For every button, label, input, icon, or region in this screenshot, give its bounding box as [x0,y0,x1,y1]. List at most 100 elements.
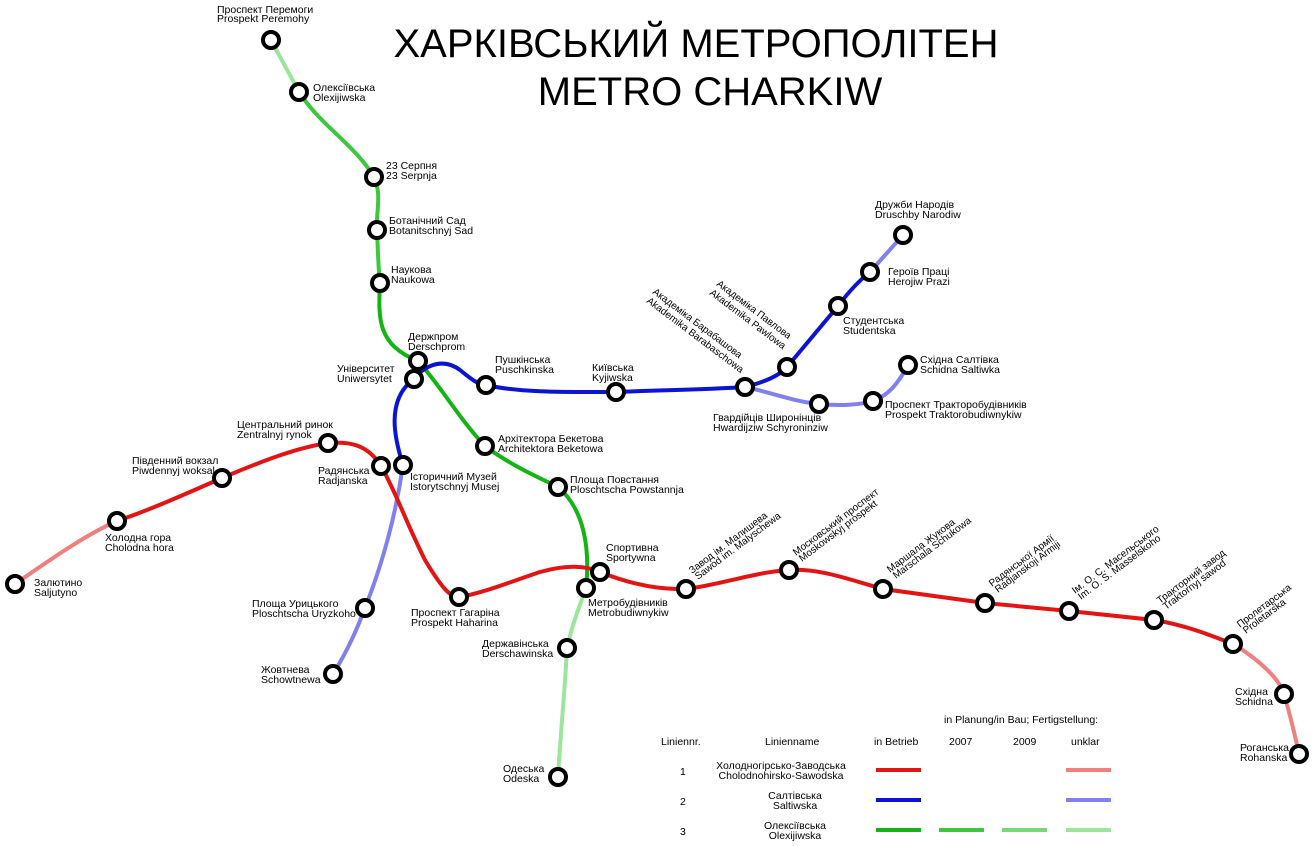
label-kholodna-de: Cholodna hora [105,542,174,554]
station-skhidna[interactable] [1274,684,1294,704]
line-3-segment-2007 [297,90,382,285]
label-derzhavinska-uk: Державінська [482,638,549,650]
label-zaliutyno-uk: Залютино [34,577,82,589]
station-barabashova[interactable] [735,377,755,397]
label-derzhprom-uk: Держпром [408,331,458,343]
station-maselskoho[interactable] [1059,601,1079,621]
label-radianska-de: Radjanska [318,475,368,487]
line-1-operating [115,440,1235,646]
station-radianskoi-armii[interactable] [975,593,995,613]
label-prospekt-peremohy-de: Prospekt Peremohy [217,13,310,25]
label-23-serpnia-de: 23 Serpnja [386,170,437,182]
station-sportyvna[interactable] [590,562,610,582]
label-metrobud-uk: Метробудівників [588,597,668,609]
label-haharina-de: Prospekt Haharina [411,617,498,629]
legend-row2-name-uk: Салтівська [768,790,822,802]
label-naukova-de: Naukowa [391,274,435,286]
label-zaliutyno-de: Saljutyno [34,587,77,599]
label-kyivska-uk: Київська [592,362,634,374]
station-zaliutyno[interactable] [5,574,25,594]
label-radianska-uk: Радянська [318,465,370,477]
label-tsentralnyi-uk: Центральний ринок [237,419,333,431]
label-malysheva-uk: Завод ім. Малишева [687,510,770,576]
label-sportyvna-de: Sportywna [606,552,656,564]
station-zhukova[interactable] [873,579,893,599]
line-1-planned-west [13,519,119,586]
station-radianska[interactable] [371,456,391,476]
station-istorychnyi-muzei[interactable] [393,455,413,475]
station-tsentralnyi-rynok[interactable] [318,433,338,453]
label-uritskoho-uk: Площа Урицького [252,598,339,610]
station-traktornyi-zavod[interactable] [1144,610,1164,630]
label-heroiv-pratsi-de: Herojiw Prazi [888,276,950,288]
legend-row1-name-de: Cholodnohirsko-Sawodska [719,770,844,782]
label-zhukova-de: Marschala Schukowa [891,515,974,581]
station-pushkinska[interactable] [476,375,496,395]
station-beketova[interactable] [475,436,495,456]
station-odeska[interactable] [548,767,568,787]
station-kyivska[interactable] [606,382,626,402]
station-traktorobudivnykiv[interactable] [863,391,883,411]
label-skhidna-saltivka-uk: Східна Салтівка [920,354,999,366]
legend-planning-header: in Planung/in Bau; Fertigstellung: [944,714,1098,726]
station-malysheva[interactable] [676,579,696,599]
label-botanichnyi-de: Botanitschnyj Sad [389,225,473,237]
legend-col-nr: Liniennr. [661,736,701,748]
legend-row3-name-de: Olexijiwska [769,830,822,842]
station-botanichnyi-sad[interactable] [367,220,387,240]
legend-row1-nr: 1 [680,766,686,778]
station-shyronintsiv[interactable] [809,394,829,414]
label-zhovtneva-de: Schowtnewa [261,674,321,686]
label-studentska-de: Studentska [843,325,896,337]
label-maselskoho-de: Im. O. S. Masselskoho [1076,533,1163,603]
station-pivdennyi-vokzal[interactable] [212,468,232,488]
station-kholodna-hora[interactable] [107,511,127,531]
station-23-serpnia[interactable] [364,167,384,187]
label-traktornyi-uk: Тракторний завод [1155,548,1228,607]
station-metrobudivnykiv[interactable] [576,578,596,598]
label-derzhprom-de: Derschprom [408,341,465,353]
label-traktorobud-de: Prospekt Traktorobudiwnykiw [885,409,1022,421]
legend-row3-name-uk: Олексіївська [764,820,826,832]
station-proletarska[interactable] [1223,634,1243,654]
station-zhovtneva[interactable] [323,664,343,684]
label-skhidna-saltivka-de: Schidna Saltiwka [920,364,1000,376]
station-studentska[interactable] [828,296,848,316]
map-title-german: METRO CHARKIW [538,70,883,114]
station-skhidna-saltivka[interactable] [898,355,918,375]
map-title-ukrainian: ХАРКІВСЬКИЙ МЕТРОПОЛІТЕН [394,20,999,66]
station-derzhavinska[interactable] [557,638,577,658]
station-rohanska[interactable] [1289,744,1309,764]
station-moskovskyi[interactable] [779,560,799,580]
station-pavlova[interactable] [777,357,797,377]
station-prospekt-peremohy[interactable] [261,30,281,50]
label-beketova-uk: Архітектора Бекетова [498,433,604,445]
label-moskovskyi-de: Moskowskyj prospekt [797,498,880,564]
station-haharina[interactable] [449,587,469,607]
station-naukova[interactable] [370,273,390,293]
station-druzhby-narodiv[interactable] [893,225,913,245]
station-oleksiivska[interactable] [289,82,309,102]
legend-col-name: Linienname [765,736,819,748]
station-universytet[interactable] [404,369,424,389]
label-radianskoi-armii-uk: Радянської Армії [987,533,1057,589]
label-skhidna-uk: Східна [1235,686,1268,698]
label-istorychnyi-uk: Історичний Музей [410,471,497,483]
label-oleksiivska-uk: Олексіївська [313,82,375,94]
label-povstannia-uk: Площа Повстання [570,474,659,486]
label-zhukova-uk: Маршала Жукова [885,517,958,576]
station-povstannia[interactable] [548,477,568,497]
label-traktorobud-uk: Проспект Тракторобудівників [885,399,1027,411]
label-istorychnyi-de: Istorytschnyj Musej [410,481,499,493]
legend-row3-nr: 3 [680,826,686,838]
label-odeska-de: Odeska [503,773,539,785]
station-heroiv-pratsi[interactable] [860,262,880,282]
station-uritskoho[interactable] [355,598,375,618]
legend-col-2009: 2009 [1013,736,1037,748]
label-23-serpnia-uk: 23 Серпня [386,160,437,172]
station-derzhprom[interactable] [408,351,428,371]
label-sportyvna-uk: Спортивна [606,542,659,554]
label-derzhavinska-de: Derschawinska [482,648,553,660]
label-botanichnyi-uk: Ботанічний Сад [389,215,466,227]
line-2-planned-saltivka [743,363,910,407]
